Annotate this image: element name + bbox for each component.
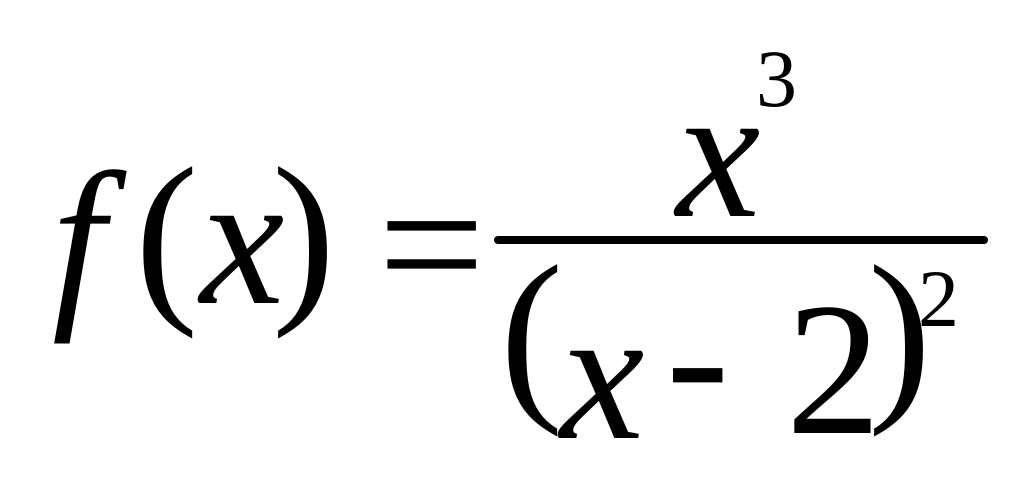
denominator-operator: - [666, 252, 730, 462]
denominator-close-paren: ) [868, 228, 932, 438]
lhs-open-paren: ( [135, 130, 199, 340]
denominator-constant: 2 [786, 265, 881, 475]
denominator-variable: x [560, 270, 645, 480]
numerator-base: x [676, 48, 761, 258]
fraction-bar [494, 236, 988, 244]
numerator-exponent: 3 [756, 33, 797, 124]
equals-sign: = [378, 140, 486, 350]
function-name: f [52, 135, 105, 345]
denominator-exponent: 2 [918, 253, 959, 344]
lhs-variable: x [200, 135, 285, 345]
denominator-open-paren: ( [500, 228, 564, 438]
lhs-close-paren: ) [272, 130, 336, 340]
